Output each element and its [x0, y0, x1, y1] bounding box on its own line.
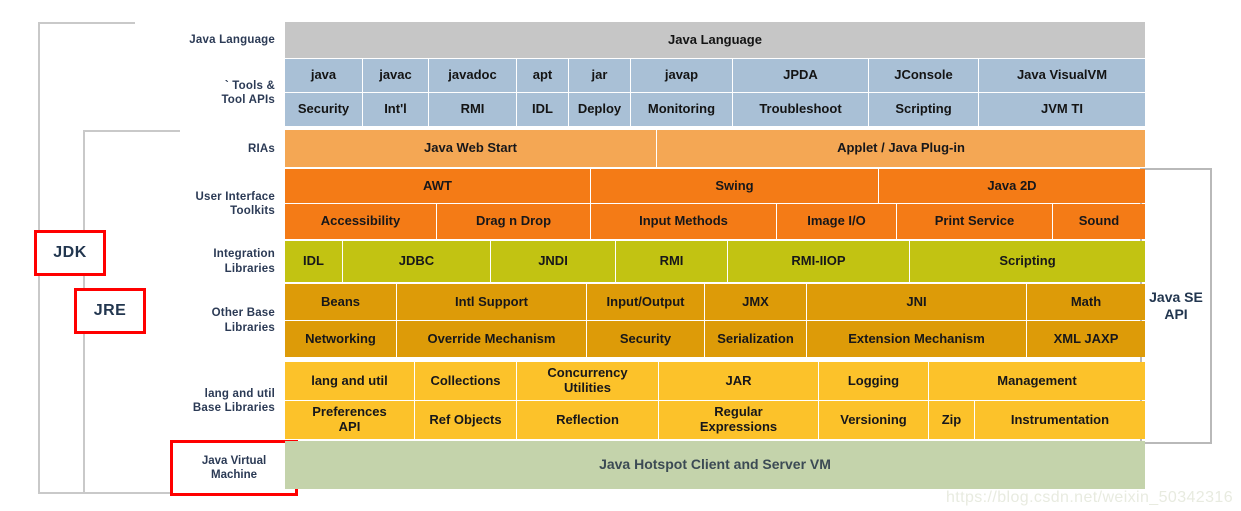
row-label-integration-libraries: Integration Libraries [213, 248, 275, 275]
cell-accessibility: Accessibility [285, 204, 437, 239]
jdk-bracket-label: JDK [34, 230, 106, 276]
cell-versioning: Versioning [819, 401, 929, 439]
row-label-ui-toolkits: User Interface Toolkits [195, 190, 275, 217]
cell-rmi: RMI [429, 93, 517, 126]
jre-bracket-label: JRE [74, 288, 146, 334]
cell-sound: Sound [1078, 213, 1120, 229]
row-label-rias: RIAs [247, 142, 275, 155]
cell-swing: Swing [591, 169, 879, 203]
cell-jvm-ti: JVM TI [1041, 101, 1083, 117]
cell-java-hotspot-client-and-server-vm: Java Hotspot Client and Server VM [599, 456, 831, 473]
row-label-other-base-libraries: Other Base Libraries [211, 307, 275, 334]
cell-security: Security [285, 93, 363, 126]
cell-java-visualvm: Java VisualVM [1016, 67, 1108, 83]
cell-ref-objects: Ref Objects [415, 401, 517, 439]
cell-int-l: Int'l [363, 93, 429, 126]
cell-instrumentation: Instrumentation [1010, 411, 1110, 427]
cell-java: java [285, 59, 363, 92]
cell-troubleshoot: Troubleshoot [733, 93, 869, 126]
cell-idl: IDL [285, 241, 343, 282]
cell-image-i-o: Image I/O [777, 204, 897, 239]
cell-java-web-start: Java Web Start [285, 130, 657, 167]
cell-xml-jaxp: XML JAXP [1053, 330, 1119, 346]
cell-jar: JAR [659, 362, 819, 400]
java-se-api-bracket: Java SE API [1140, 168, 1212, 444]
cell-lang-and-util: lang and util [285, 362, 415, 400]
cell-networking: Networking [285, 321, 397, 357]
cell-jconsole: JConsole [869, 59, 979, 92]
cell-javac: javac [363, 59, 429, 92]
cell-monitoring: Monitoring [631, 93, 733, 126]
cell-jar: jar [569, 59, 631, 92]
cell-jdbc: JDBC [343, 241, 491, 282]
band-jvm: Java Hotspot Client and Server VM [285, 441, 1145, 489]
cell-logging: Logging [819, 362, 929, 400]
cell-regular-expressions: Regular Expressions [659, 401, 819, 439]
cell-idl: IDL [517, 93, 569, 126]
row-label-lang-util-base-libraries: lang and util Base Libraries [192, 387, 275, 414]
cell-input-methods: Input Methods [591, 204, 777, 239]
cell-collections: Collections [415, 362, 517, 400]
band-rias: Java Web Start Applet / Java Plug-in [285, 130, 1145, 167]
cell-jmx: JMX [705, 284, 807, 320]
cell-rmi: RMI [616, 241, 728, 282]
cell-javadoc: javadoc [429, 59, 517, 92]
cell-extension-mechanism: Extension Mechanism [807, 321, 1027, 357]
cell-security: Security [587, 321, 705, 357]
cell-jndi: JNDI [491, 241, 616, 282]
cell-concurrency-utilities: Concurrency Utilities [517, 362, 659, 400]
cell-applet-java-plug-in: Applet / Java Plug-in [837, 140, 965, 156]
cell-scripting: Scripting [999, 253, 1056, 269]
cell-jni: JNI [807, 284, 1027, 320]
cell-scripting: Scripting [869, 93, 979, 126]
cell-apt: apt [517, 59, 569, 92]
cell-jpda: JPDA [733, 59, 869, 92]
watermark: https://blog.csdn.net/weixin_50342316 [946, 489, 1233, 506]
cell-javap: javap [631, 59, 733, 92]
band-java-language: Java Language [285, 22, 1145, 58]
cell-management: Management [997, 372, 1077, 388]
cell-zip: Zip [929, 401, 975, 439]
cell-java-2d: Java 2D [987, 177, 1037, 193]
cell-reflection: Reflection [517, 401, 659, 439]
cell-preferences-api: Preferences API [285, 401, 415, 439]
cell-math: Math [1070, 293, 1102, 309]
cell-print-service: Print Service [897, 204, 1053, 239]
cell-beans: Beans [285, 284, 397, 320]
cell-java-language: Java Language [668, 31, 762, 47]
cell-awt: AWT [285, 169, 591, 203]
cell-input-output: Input/Output [587, 284, 705, 320]
cell-rmi-iiop: RMI-IIOP [728, 241, 910, 282]
cell-deploy: Deploy [569, 93, 631, 126]
cell-drag-n-drop: Drag n Drop [437, 204, 591, 239]
row-label-tools: ` Tools & Tool APIs [221, 79, 275, 106]
cell-serialization: Serialization [705, 321, 807, 357]
row-label-java-virtual-machine: Java Virtual Machine [170, 440, 298, 496]
cell-intl-support: Intl Support [397, 284, 587, 320]
row-label-java-language: Java Language [189, 33, 275, 46]
cell-override-mechanism: Override Mechanism [397, 321, 587, 357]
